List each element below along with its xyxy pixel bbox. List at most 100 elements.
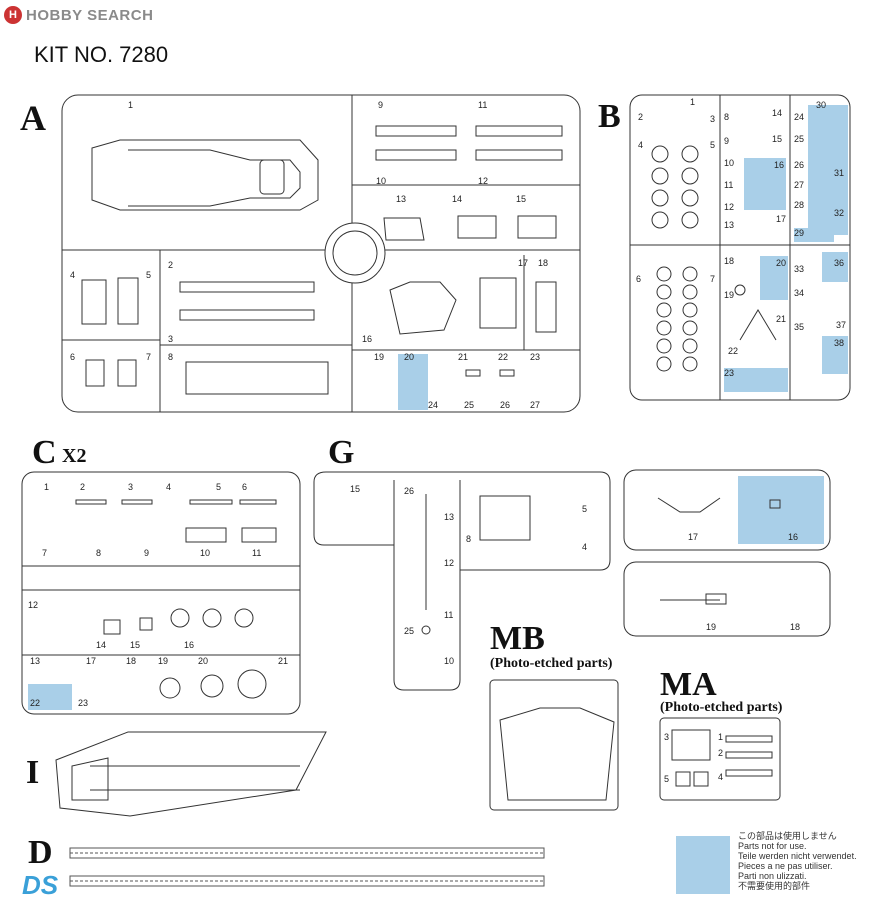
part-label-c-20: 20 [198,656,209,666]
not-for-use-legend: この部品は使用しません Parts not for use. Teile wer… [738,831,857,891]
part-label-b-25: 25 [794,134,805,144]
part-label-g3-19: 19 [706,622,717,632]
part-label-c-5: 5 [216,482,222,492]
part-label-b-24: 24 [794,112,805,122]
part-label-c-2: 2 [80,482,86,492]
part-label-b-19: 19 [724,290,735,300]
legend-line-en: Parts not for use. [738,841,807,851]
part-label-c-11: 11 [252,548,262,558]
part-label-a-26: 26 [500,400,511,410]
sprue-letter-i: I [26,754,40,791]
part-label-a-9: 9 [378,100,384,110]
not-for-use-swatch [676,836,730,894]
part-label-ma-5: 5 [664,774,670,784]
part-label-b-18: 18 [724,256,735,266]
sprue-ma-caption: (Photo-etched parts) [660,700,783,715]
part-label-b-13: 13 [724,220,735,230]
part-label-b-5: 5 [710,140,716,150]
part-label-a-2: 2 [168,260,174,270]
part-label-c-6: 6 [242,482,248,492]
part-label-b-31: 31 [834,168,845,178]
part-label-b-37: 37 [836,320,847,330]
part-label-a-21: 21 [458,352,469,362]
legend-line-fr: Pieces a ne pas utiliser. [738,861,833,871]
part-label-g-12: 12 [444,558,455,568]
part-label-b-29: 29 [794,228,805,238]
part-label-b-33: 33 [794,264,805,274]
part-label-a-18: 18 [538,258,549,268]
part-label-g2-17: 17 [688,532,699,542]
part-label-a-23: 23 [530,352,541,362]
part-label-a-8: 8 [168,352,174,362]
part-label-a-11: 11 [478,100,488,110]
part-label-g-11: 11 [444,610,454,620]
sprue-a-frame [61,94,581,413]
part-label-g3-18: 18 [790,622,801,632]
sprue-c-frame [21,471,301,715]
part-label-b-4: 4 [638,140,644,150]
part-label-a-20: 20 [404,352,415,362]
part-label-c-8: 8 [96,548,102,558]
logo-mark: H [4,6,22,24]
part-label-b-22: 22 [728,346,739,356]
sprue-letter-g: G [328,434,355,471]
part-label-g-8: 8 [466,534,472,544]
part-label-a-15: 15 [516,194,527,204]
part-label-a-16: 16 [362,334,373,344]
sprue-g-frame [313,471,611,691]
sprue-g2-frame [623,469,831,551]
part-label-c-13: 13 [30,656,41,666]
part-label-g-25: 25 [404,626,415,636]
part-label-a-1: 1 [128,100,134,110]
part-label-c-3: 3 [128,482,134,492]
part-label-b-26: 26 [794,160,805,170]
part-label-a-10: 10 [376,176,387,186]
part-label-a-17: 17 [518,258,529,268]
part-label-g-26: 26 [404,486,415,496]
part-label-c-19: 19 [158,656,169,666]
logo-text: HOBBY SEARCH [26,6,154,24]
part-label-c-16: 16 [184,640,195,650]
part-label-b-16: 16 [774,160,785,170]
part-label-a-7: 7 [146,352,152,362]
part-label-c-21: 21 [278,656,289,666]
part-label-c-22: 22 [30,698,41,708]
part-label-a-24: 24 [428,400,439,410]
part-label-c-9: 9 [144,548,150,558]
part-label-a-4: 4 [70,270,76,280]
part-label-b-12: 12 [724,202,735,212]
part-label-b-36: 36 [834,258,845,268]
part-label-b-2: 2 [638,112,644,122]
site-logo[interactable]: H HOBBY SEARCH [4,4,184,26]
part-label-b-6: 6 [636,274,642,284]
part-label-b-8: 8 [724,112,730,122]
part-label-g-5: 5 [582,504,588,514]
part-label-a-19: 19 [374,352,385,362]
part-label-g2-16: 16 [788,532,799,542]
legend-line-de: Teile werden nicht verwendet. [738,851,857,861]
sprue-letter-c: C [32,434,57,471]
hull-part-i [55,731,327,817]
part-label-b-15: 15 [772,134,783,144]
part-label-c-18: 18 [126,656,137,666]
part-label-c-23: 23 [78,698,89,708]
part-label-ma-1: 1 [718,732,724,742]
part-label-a-14: 14 [452,194,463,204]
part-label-b-28: 28 [794,200,805,210]
sprue-letter-d: D [28,834,53,871]
legend-line-ja: この部品は使用しません [738,831,837,841]
part-label-b-21: 21 [776,314,787,324]
part-label-c-1: 1 [44,482,50,492]
sprue-mb-caption: (Photo-etched parts) [490,656,613,671]
sprue-ma-frame [659,717,781,801]
sprue-letter-ma: MA [660,666,717,703]
ds-logo: DS [22,870,59,900]
part-label-ma-2: 2 [718,748,724,758]
part-label-a-13: 13 [396,194,407,204]
part-label-b-23: 23 [724,368,735,378]
sprue-c-multiplier: X2 [62,445,87,467]
part-label-a-12: 12 [478,176,489,186]
part-label-b-32: 32 [834,208,845,218]
part-label-b-17: 17 [776,214,787,224]
